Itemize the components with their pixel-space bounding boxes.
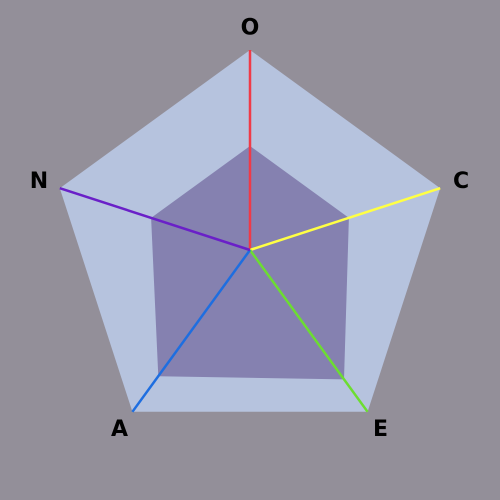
axis-label-e: E xyxy=(373,417,388,442)
spoke-n xyxy=(59,187,251,252)
spoke-c xyxy=(249,187,441,252)
axis-label-c: C xyxy=(453,169,469,194)
spoke-e xyxy=(248,249,369,413)
axis-label-n: N xyxy=(30,169,48,194)
spoke-a xyxy=(131,249,252,413)
radar-data-area xyxy=(151,146,349,380)
radar-axis-labels: O C E A N xyxy=(30,16,469,443)
axis-label-a: A xyxy=(111,417,128,442)
axis-label-o: O xyxy=(241,16,260,41)
radar-spokes xyxy=(59,50,441,413)
